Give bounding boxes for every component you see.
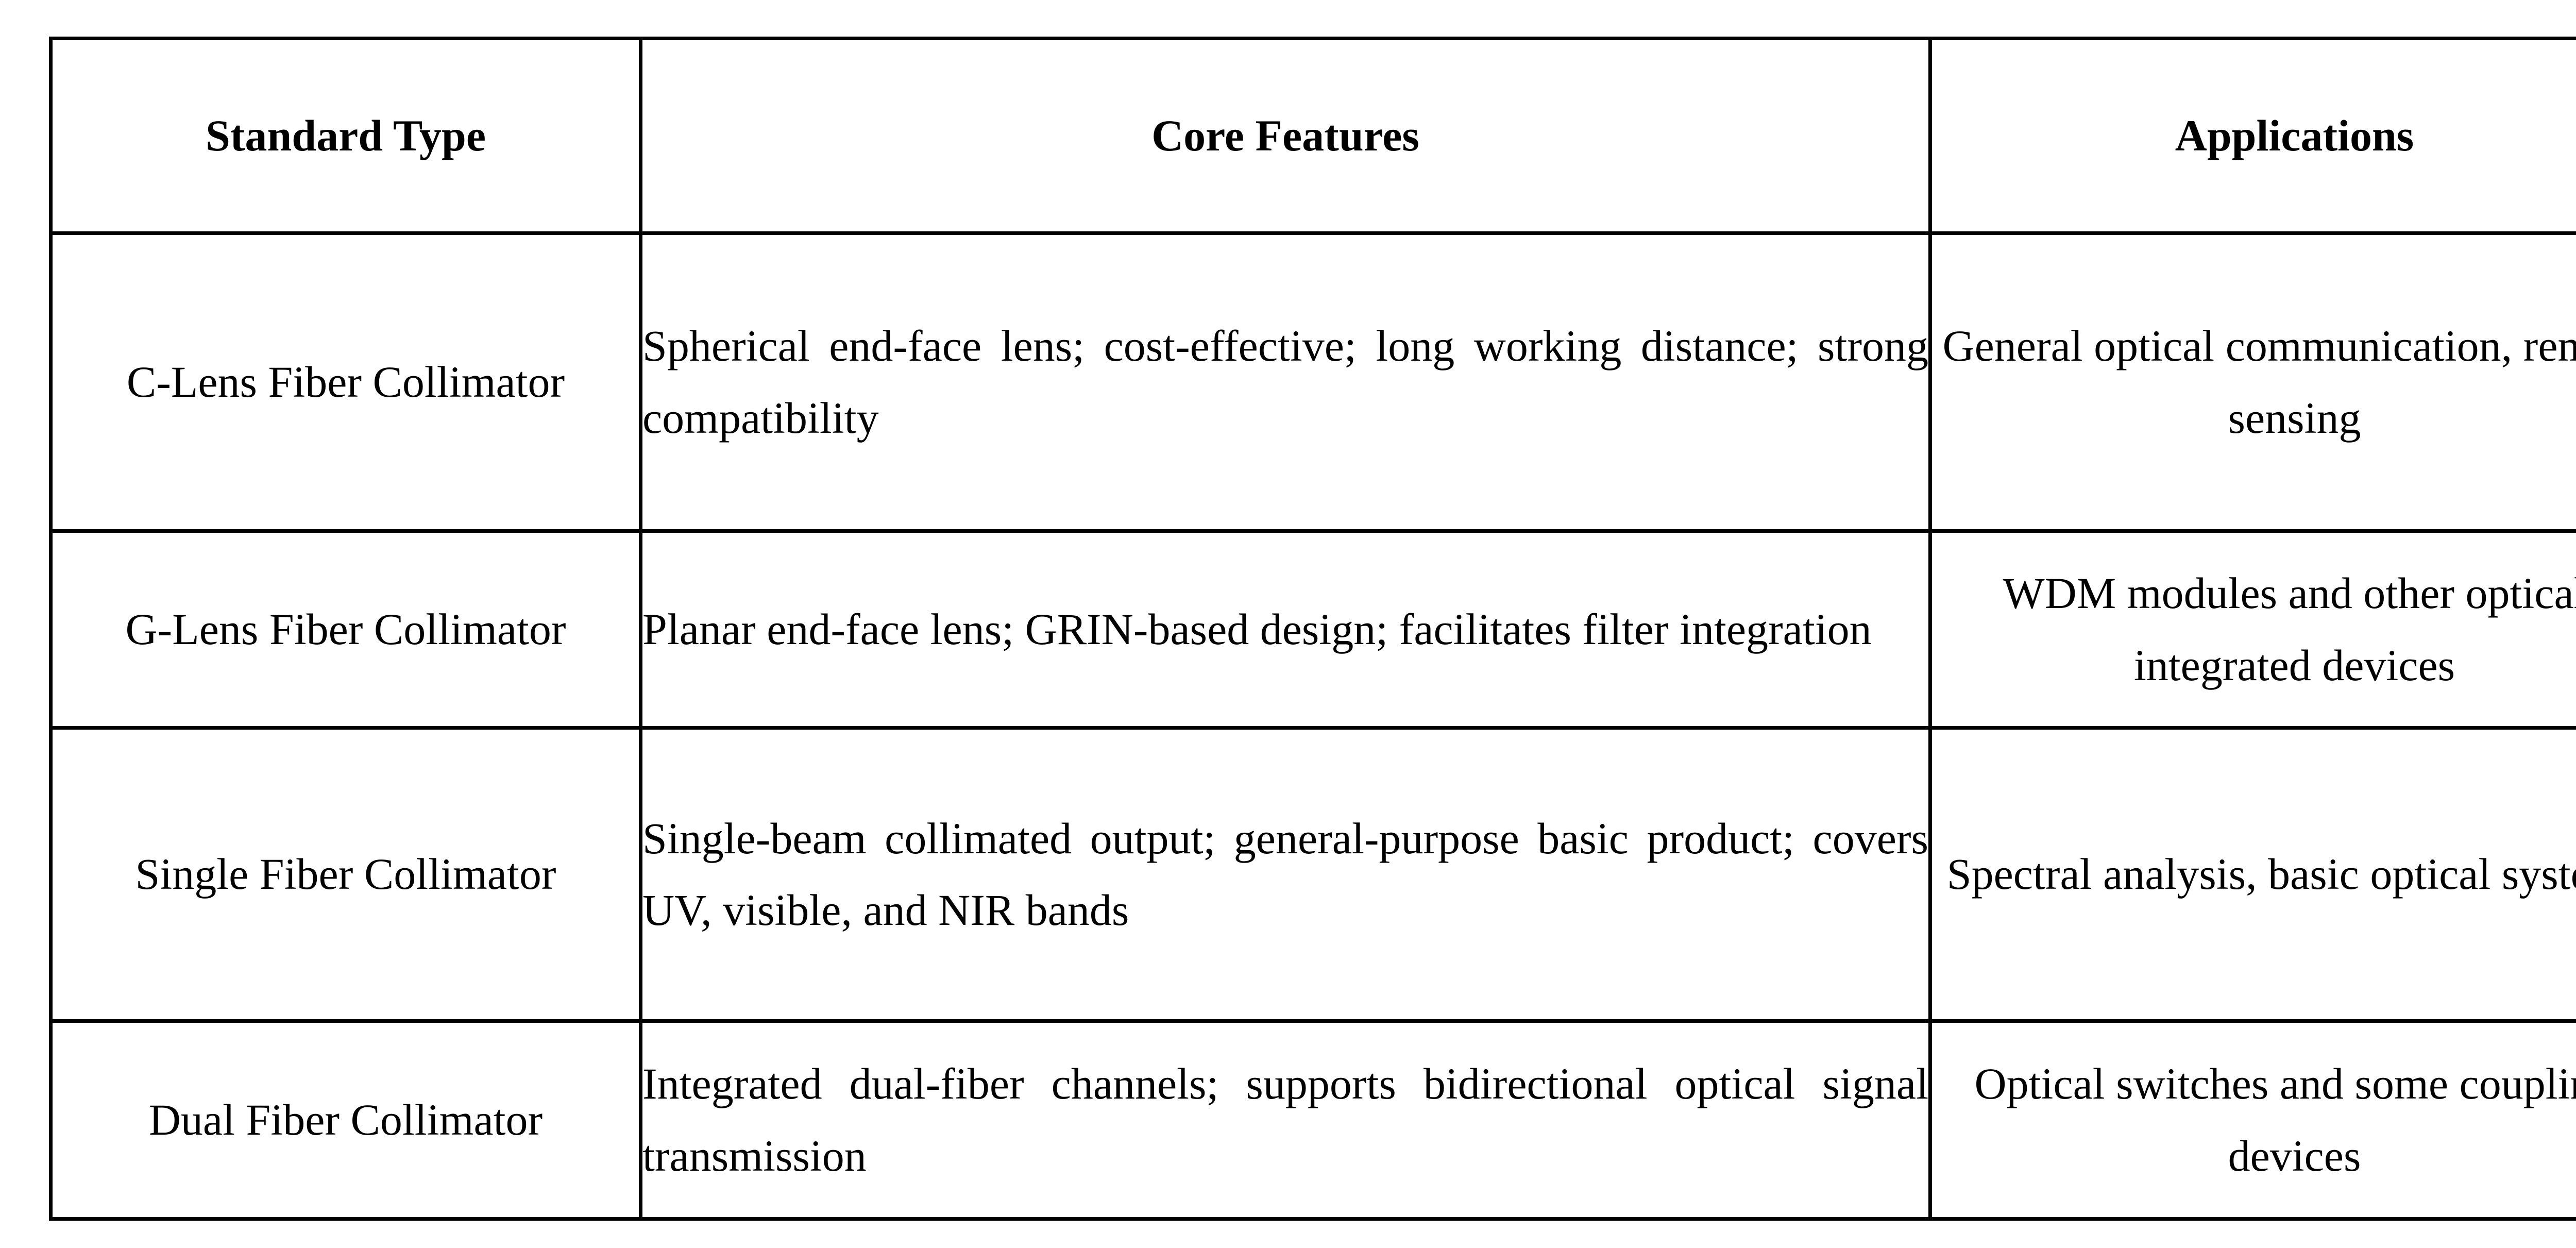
- cell-core-features: Spherical end-face lens; cost-effective;…: [639, 231, 1932, 533]
- core-features-text: Integrated dual-fiber channels; supports…: [642, 1059, 1928, 1180]
- cell-core-features: Single-beam collimated output; general-p…: [639, 726, 1932, 1023]
- core-features-text: Single-beam collimated output; general-p…: [642, 813, 1928, 935]
- table-body: C-Lens Fiber Collimator Spherical end-fa…: [49, 231, 2576, 1221]
- table-header: Standard Type Core Features Applications: [49, 37, 2576, 235]
- column-header-standard-type: Standard Type: [49, 37, 642, 235]
- cell-applications: General optical communication, remote se…: [1928, 231, 2576, 533]
- cell-standard-type: G-Lens Fiber Collimator: [49, 529, 642, 730]
- cell-standard-type: C-Lens Fiber Collimator: [49, 231, 642, 533]
- cell-applications: Optical switches and some coupling devic…: [1928, 1019, 2576, 1221]
- cell-core-features: Planar end-face lens; GRIN-based design;…: [639, 529, 1932, 730]
- cell-standard-type: Single Fiber Collimator: [49, 726, 642, 1023]
- core-features-text: Spherical end-face lens; cost-effective;…: [642, 321, 1928, 443]
- cell-standard-type: Dual Fiber Collimator: [49, 1019, 642, 1221]
- cell-applications: Spectral analysis, basic optical systems: [1928, 726, 2576, 1023]
- table-header-row: Standard Type Core Features Applications: [49, 37, 2576, 235]
- cell-core-features: Integrated dual-fiber channels; supports…: [639, 1019, 1932, 1221]
- column-header-applications: Applications: [1928, 37, 2576, 235]
- table-row: Single Fiber Collimator Single-beam coll…: [49, 726, 2576, 1023]
- table-row: C-Lens Fiber Collimator Spherical end-fa…: [49, 231, 2576, 533]
- cell-applications: WDM modules and other optical integrated…: [1928, 529, 2576, 730]
- table-row: G-Lens Fiber Collimator Planar end-face …: [49, 529, 2576, 730]
- core-features-text: Planar end-face lens; GRIN-based design;…: [642, 604, 1872, 654]
- column-header-core-features: Core Features: [639, 37, 1932, 235]
- table-row: Dual Fiber Collimator Integrated dual-fi…: [49, 1019, 2576, 1221]
- comparison-table: Standard Type Core Features Applications…: [49, 37, 2576, 1221]
